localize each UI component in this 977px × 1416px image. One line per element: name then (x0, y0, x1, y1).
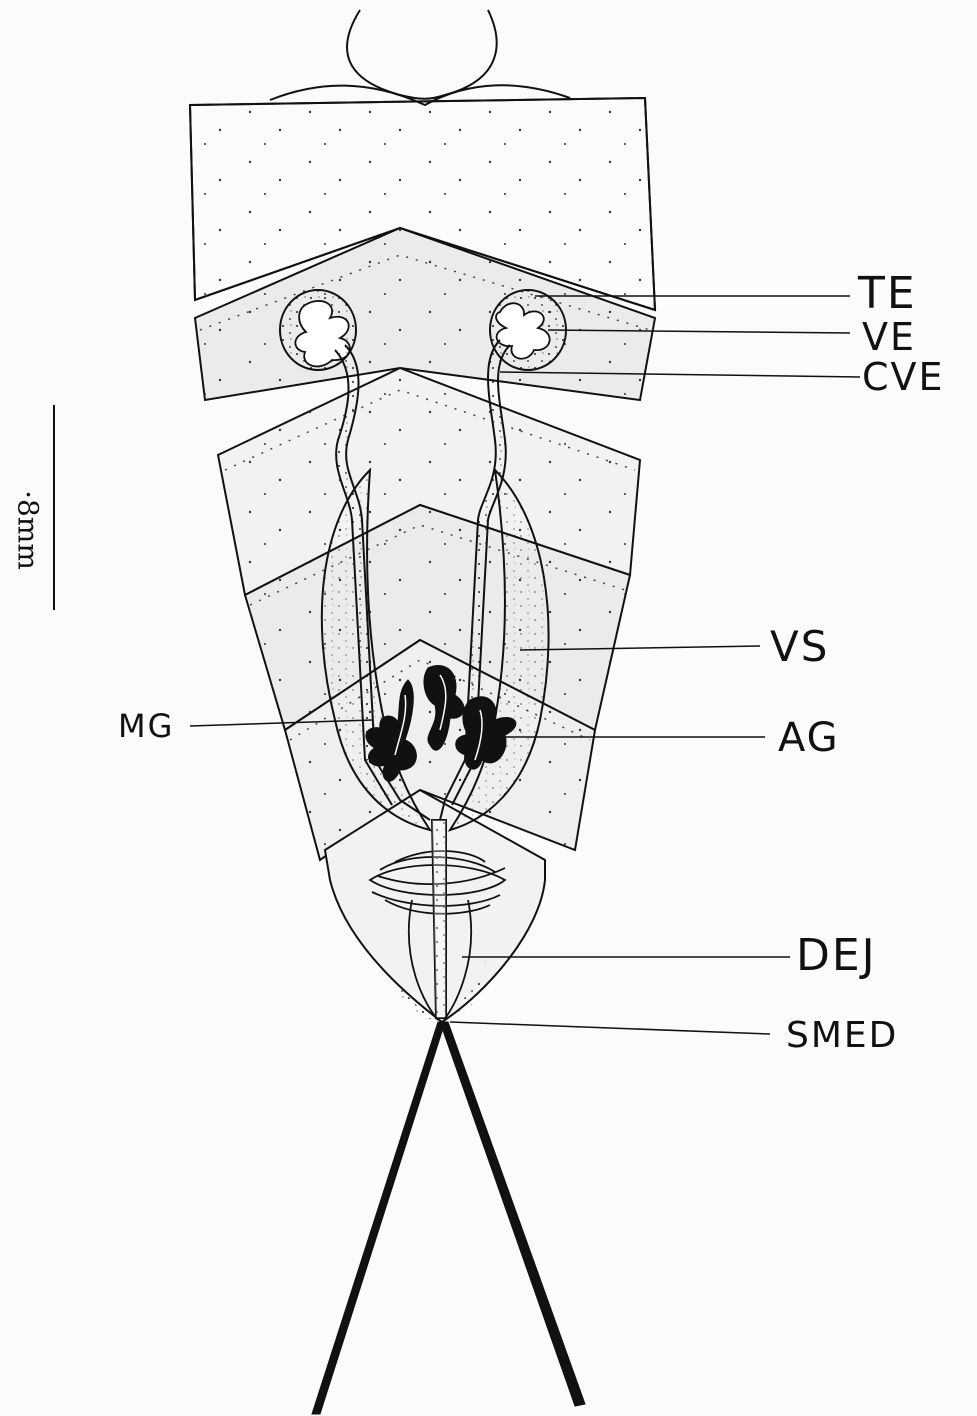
label-dej: DEJ (796, 934, 877, 978)
label-smed: SMED (786, 1018, 898, 1054)
scale-bar-label: ·8mm (8, 470, 48, 590)
label-cve: CVE (862, 358, 945, 396)
label-vs: VS (770, 626, 829, 668)
label-ag: AG (778, 718, 840, 758)
label-te: TE (858, 272, 917, 316)
label-ve: VE (862, 318, 916, 356)
head-outline (347, 10, 497, 99)
scale-bar-text: ·8mm (12, 490, 45, 570)
label-mg: MG (118, 710, 174, 742)
stylets (312, 1022, 585, 1414)
